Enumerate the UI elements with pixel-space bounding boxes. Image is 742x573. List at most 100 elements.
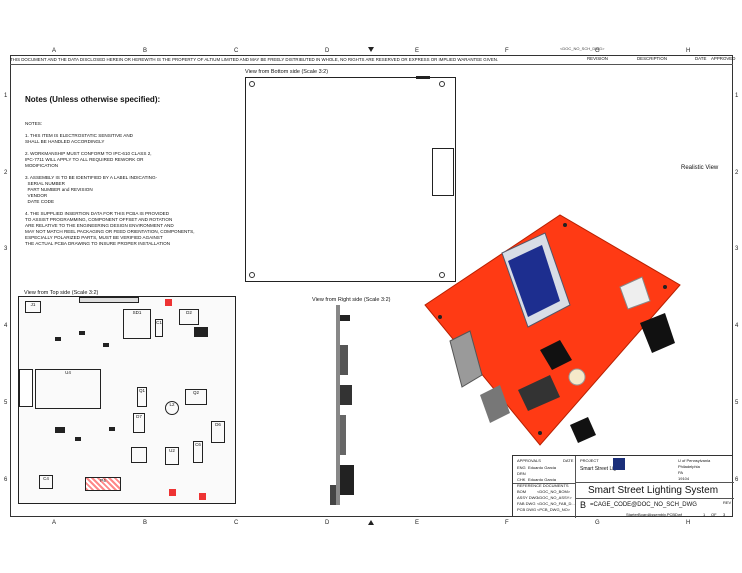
ic-chip bbox=[640, 313, 675, 353]
tb-divider bbox=[575, 498, 734, 499]
tb-fab-val: <DOC_NO_FAB_D... bbox=[537, 501, 575, 506]
tb-sheets: 3 bbox=[723, 512, 726, 517]
col-label-bottom: C bbox=[234, 520, 239, 526]
row-label-right: 2 bbox=[735, 170, 739, 176]
tb-sheet: 1 bbox=[703, 512, 706, 517]
ref-c1: C1 bbox=[156, 320, 162, 325]
col-label-top: E bbox=[415, 48, 420, 54]
ref-d6: D6 bbox=[215, 422, 221, 427]
side-part bbox=[340, 385, 352, 405]
title-block: APPROVALS DATE ENG DRN CHK Eduardo Garci… bbox=[512, 455, 734, 518]
red-marker bbox=[165, 299, 172, 306]
tb-state: PA bbox=[678, 470, 684, 475]
tb-drn: DRN bbox=[517, 471, 526, 476]
right-view-board bbox=[330, 305, 354, 510]
ref-l2: L2 bbox=[169, 402, 175, 407]
row-label-right: 4 bbox=[735, 323, 739, 329]
tb-drn-name: Eduardo Garcia bbox=[528, 477, 557, 482]
ref-u4: U4 bbox=[65, 370, 71, 375]
tb-bom-val: <DOC_NO_BOM> bbox=[537, 489, 571, 494]
component-inductor bbox=[194, 327, 208, 337]
hole-3d bbox=[438, 315, 442, 319]
component-q1: Q1 bbox=[137, 387, 147, 407]
ref-q2: Q2 bbox=[192, 390, 199, 395]
component-c6: C6 bbox=[193, 441, 203, 463]
row-label-left: 6 bbox=[4, 477, 8, 483]
hole-3d bbox=[538, 431, 542, 435]
tb-divider bbox=[575, 456, 576, 518]
mounting-hole bbox=[439, 272, 445, 278]
row-label-left: 3 bbox=[4, 246, 8, 252]
view-top-label: View from Top side (Scale 3:2) bbox=[24, 290, 99, 296]
side-connector bbox=[19, 369, 33, 407]
wifi-module-pins bbox=[508, 245, 560, 317]
mounting-hole bbox=[249, 81, 255, 87]
ref-sd1: SD1 bbox=[132, 310, 142, 315]
ref-u2: U2 bbox=[169, 448, 175, 453]
tb-rev: REV bbox=[723, 500, 732, 505]
component-d6: D6 bbox=[211, 421, 225, 443]
col-label-bottom: E bbox=[415, 520, 420, 526]
realistic-view-label: Realistic View bbox=[681, 165, 719, 171]
row-label-left: 2 bbox=[4, 170, 8, 176]
ref-j1: J1 bbox=[30, 302, 36, 307]
mounting-hole bbox=[439, 81, 445, 87]
view-bottom-label: View from Bottom side (Scale 3:2) bbox=[245, 69, 329, 75]
row-label-right: 6 bbox=[735, 477, 739, 483]
connector-white bbox=[619, 276, 651, 310]
smd-part bbox=[109, 427, 115, 431]
col-label-bottom: D bbox=[325, 520, 330, 526]
drawing-code: =CAGE_CODE@DOC_NO_SCH_DWG bbox=[590, 502, 697, 508]
row-label-right: 1 bbox=[735, 93, 739, 99]
tb-chk: CHK bbox=[517, 477, 526, 482]
rev-col-approved: APPROVED bbox=[711, 56, 736, 61]
hole-3d bbox=[563, 223, 567, 227]
component-l2: L2 bbox=[165, 401, 179, 415]
inductor-3d bbox=[570, 417, 596, 443]
mounting-hole bbox=[249, 272, 255, 278]
center-mark-top bbox=[368, 47, 374, 52]
ref-c6: C6 bbox=[195, 442, 201, 447]
tb-divider bbox=[575, 482, 734, 483]
tb-city: Philadelphia bbox=[678, 464, 700, 469]
rev-col-revision: REVISION bbox=[587, 56, 608, 61]
drawing-frame bbox=[10, 55, 733, 517]
drawing-title: Smart Street Lighting System bbox=[588, 485, 719, 496]
component-u2: U2 bbox=[165, 447, 179, 465]
tb-of: OF bbox=[711, 512, 717, 517]
header-connector bbox=[79, 297, 139, 303]
realistic-pcb-render bbox=[424, 214, 681, 446]
col-label-top: D bbox=[325, 48, 330, 54]
ic-chip bbox=[540, 340, 572, 370]
side-part bbox=[340, 465, 354, 495]
col-label-bottom: H bbox=[686, 520, 691, 526]
row-label-right: 5 bbox=[735, 400, 739, 406]
ref-c4: C4 bbox=[43, 476, 49, 481]
red-marker bbox=[199, 493, 206, 500]
col-label-bottom: B bbox=[143, 520, 148, 526]
col-label-top: F bbox=[505, 48, 509, 54]
row-label-left: 4 bbox=[4, 323, 8, 329]
tb-assy-val: <DOC_NO_ASSY> bbox=[537, 495, 572, 500]
component-p4: P4 bbox=[85, 477, 121, 491]
col-label-bottom: A bbox=[52, 520, 57, 526]
bottom-view-board bbox=[245, 76, 456, 282]
component-c4: C4 bbox=[39, 475, 53, 489]
component-c1: C1 bbox=[155, 319, 163, 337]
smd-part bbox=[79, 331, 85, 335]
ref-d2: D2 bbox=[186, 310, 192, 315]
tb-pcb-val: <PCB_DWG_NO> bbox=[537, 507, 571, 512]
smd-part bbox=[103, 343, 109, 347]
component-j1: J1 bbox=[25, 301, 41, 313]
tb-project: Smart Street Lig... bbox=[580, 466, 621, 472]
pcb-body bbox=[424, 214, 681, 446]
col-label-top: C bbox=[234, 48, 239, 54]
tb-assy: ASSY DWG bbox=[517, 495, 539, 500]
rev-doc-code: <DOC_NO_SCH_DWG> bbox=[560, 46, 605, 51]
component-u4: U4 bbox=[35, 369, 101, 409]
header-pins bbox=[131, 447, 147, 463]
col-label-top: A bbox=[52, 48, 57, 54]
col-label-bottom: G bbox=[595, 520, 600, 526]
terminal-block bbox=[518, 375, 560, 411]
component-d7: D7 bbox=[133, 413, 145, 433]
